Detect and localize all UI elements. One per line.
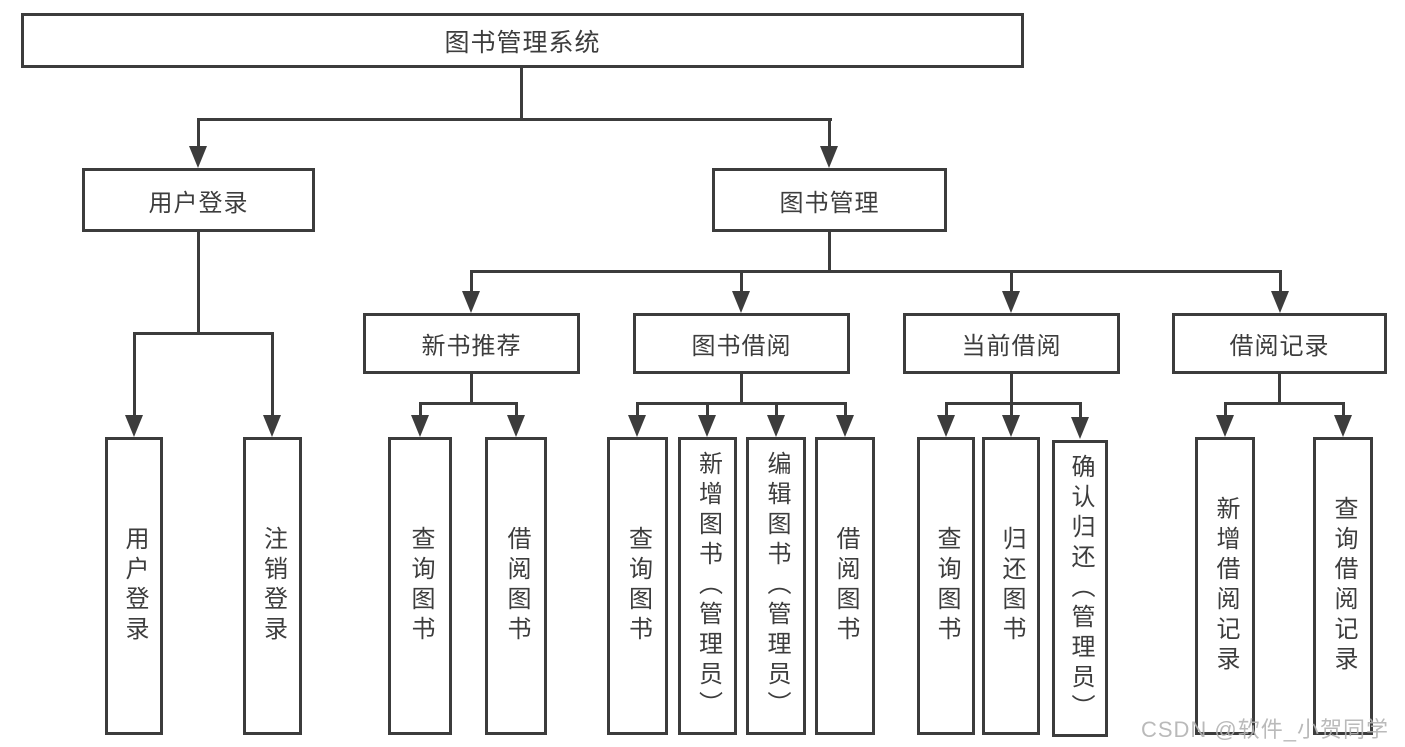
arrow-down-icon [937, 415, 955, 437]
leaf-borrow-books: 借阅图书 [815, 437, 875, 735]
arrow-down-icon [462, 291, 480, 313]
connector-vline [1010, 374, 1013, 404]
node-book-management: 图书管理 [712, 168, 947, 232]
node-new-book-recommend: 新书推荐 [363, 313, 580, 374]
connector-vline [515, 402, 518, 417]
arrow-down-icon [628, 415, 646, 437]
arrow-down-icon [507, 415, 525, 437]
arrow-down-icon [189, 146, 207, 168]
connector-vline [828, 232, 831, 272]
leaf-query-books-borrow: 查询图书 [607, 437, 668, 735]
arrow-down-icon [411, 415, 429, 437]
leaf-confirm-return-admin: 确认归还（管理员） [1052, 440, 1108, 737]
arrow-down-icon [820, 146, 838, 168]
leaf-query-books-recommend: 查询图书 [388, 437, 452, 735]
arrow-down-icon [1271, 291, 1289, 313]
arrow-down-icon [125, 415, 143, 437]
leaf-label: 注销登录 [259, 526, 287, 646]
leaf-logout: 注销登录 [243, 437, 302, 735]
connector-vline [520, 68, 523, 120]
arrow-down-icon [1334, 415, 1352, 437]
connector-vline [1279, 270, 1282, 293]
leaf-add-books-admin: 新增图书（管理员） [678, 437, 737, 735]
connector-vline [419, 402, 422, 417]
leaf-label: 用户登录 [121, 526, 148, 646]
node-current-borrow: 当前借阅 [903, 313, 1120, 374]
connector-vline [197, 232, 200, 334]
connector-vline [706, 402, 709, 417]
arrow-down-icon [767, 415, 785, 437]
leaf-user-login: 用户登录 [105, 437, 163, 735]
connector-vline [740, 374, 743, 404]
leaf-label: 新增借阅记录 [1212, 496, 1239, 676]
connector-vline [775, 402, 778, 417]
leaf-label: 归还图书 [998, 526, 1025, 646]
leaf-label: 编辑图书（管理员） [763, 451, 790, 721]
connector-vline [133, 332, 136, 417]
leaf-borrow-books-recommend: 借阅图书 [485, 437, 547, 735]
connector-hline [636, 402, 847, 405]
connector-hline [470, 270, 1282, 273]
node-user-login: 用户登录 [82, 168, 315, 232]
arrow-down-icon [1216, 415, 1234, 437]
connector-vline [636, 402, 639, 417]
connector-hline [133, 332, 274, 335]
connector-vline [470, 270, 473, 293]
connector-vline [828, 118, 831, 150]
node-root: 图书管理系统 [21, 13, 1024, 68]
leaf-label: 查询图书 [624, 526, 652, 646]
leaf-label: 借阅图书 [832, 526, 859, 646]
connector-hline [945, 402, 1082, 405]
leaf-query-borrow-record: 查询借阅记录 [1313, 437, 1373, 735]
connector-hline [419, 402, 518, 405]
arrow-down-icon [263, 415, 281, 437]
arrow-down-icon [836, 415, 854, 437]
leaf-return-books: 归还图书 [982, 437, 1040, 735]
arrow-down-icon [1071, 417, 1089, 439]
leaf-label: 查询图书 [407, 526, 434, 646]
connector-vline [271, 332, 274, 417]
leaf-label: 查询图书 [933, 526, 960, 646]
node-book-borrow: 图书借阅 [633, 313, 850, 374]
leaf-add-borrow-record: 新增借阅记录 [1195, 437, 1255, 735]
connector-vline [844, 402, 847, 417]
connector-vline [1010, 270, 1013, 293]
leaf-label: 确认归还（管理员） [1067, 453, 1094, 724]
arrow-down-icon [1002, 415, 1020, 437]
leaf-label: 查询借阅记录 [1330, 496, 1357, 676]
leaf-edit-books-admin: 编辑图书（管理员） [746, 437, 806, 735]
connector-vline [1278, 374, 1281, 404]
connector-vline [1079, 402, 1082, 419]
node-borrow-records: 借阅记录 [1172, 313, 1387, 374]
connector-hline [197, 118, 832, 121]
connector-vline [470, 374, 473, 404]
connector-vline [740, 270, 743, 293]
connector-vline [1010, 402, 1013, 417]
connector-vline [945, 402, 948, 417]
connector-vline [1342, 402, 1345, 417]
leaf-query-books-current: 查询图书 [917, 437, 975, 735]
leaf-label: 借阅图书 [503, 526, 530, 646]
arrow-down-icon [732, 291, 750, 313]
csdn-watermark: CSDN @软件_小贺同学 [1140, 717, 1389, 742]
leaf-label: 新增图书（管理员） [694, 451, 722, 721]
arrow-down-icon [698, 415, 716, 437]
connector-vline [1224, 402, 1227, 417]
arrow-down-icon [1002, 291, 1020, 313]
connector-vline [197, 118, 200, 150]
connector-hline [1224, 402, 1345, 405]
